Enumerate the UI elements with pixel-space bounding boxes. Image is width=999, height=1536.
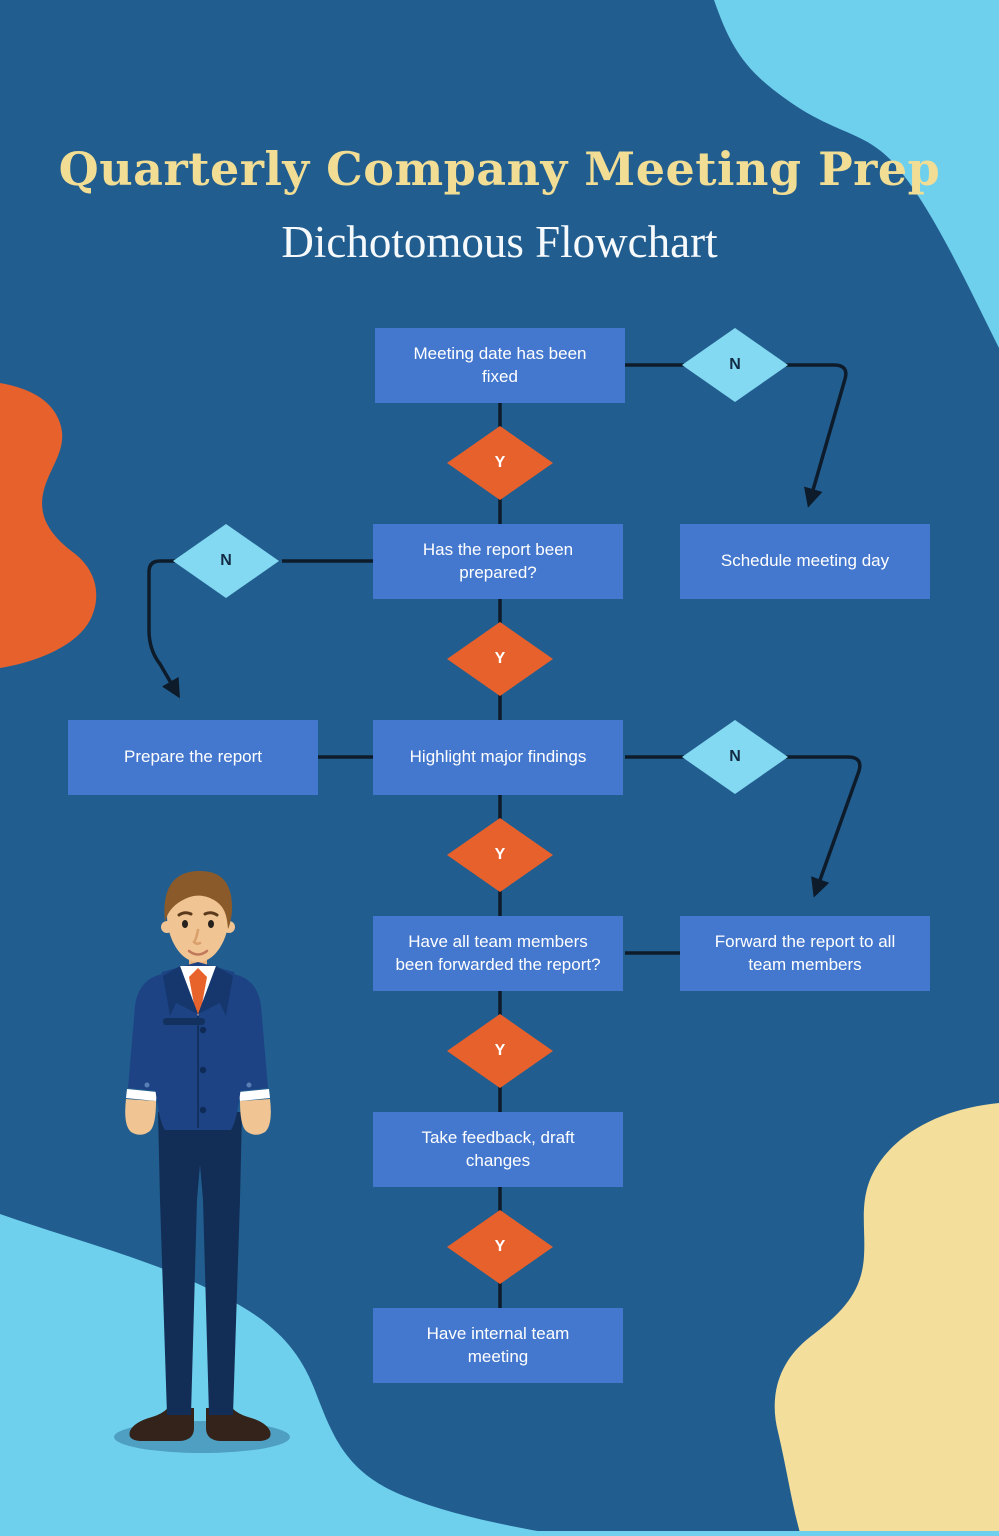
flow-box-forward-report: Forward the report to all team members — [680, 916, 930, 991]
bottom-edge-strip — [0, 1531, 999, 1536]
mouth — [187, 949, 209, 956]
page-subtitle: Dichotomous Flowchart — [281, 217, 718, 267]
left-cuff — [126, 1089, 157, 1101]
flow-box-report-prepared: Has the report been prepared? — [373, 524, 623, 599]
page-title: Quarterly Company Meeting Prep — [58, 142, 941, 196]
businessman-illustration — [114, 870, 290, 1453]
left-eyebrow — [177, 911, 193, 917]
blob-left-orange — [0, 383, 97, 668]
arrow-no1-to-schedule — [786, 363, 848, 508]
trousers — [158, 1112, 242, 1415]
cuff-button — [246, 1082, 252, 1088]
right-lapel — [198, 966, 233, 1016]
left-lapel — [163, 966, 198, 1016]
right-hand — [240, 1099, 271, 1135]
tie — [189, 968, 207, 1015]
arrow-no2-to-prepare — [147, 559, 180, 699]
right-cuff — [239, 1089, 270, 1101]
right-eye — [208, 920, 214, 928]
flow-box-schedule-meeting-day: Schedule meeting day — [680, 524, 930, 599]
flow-box-meeting-date-fixed: Meeting date has been fixed — [375, 328, 625, 403]
flow-box-take-feedback: Take feedback, draft changes — [373, 1112, 623, 1187]
flow-box-prepare-the-report: Prepare the report — [68, 720, 318, 795]
arrow-no3-to-forward — [786, 755, 862, 898]
jacket-button — [199, 1066, 207, 1074]
flow-box-internal-team-meeting: Have internal team meeting — [373, 1308, 623, 1383]
face — [167, 880, 229, 962]
left-shoe — [129, 1408, 194, 1441]
cuff-button — [144, 1082, 150, 1088]
jacket-pocket — [163, 1018, 205, 1025]
left-eye — [182, 920, 188, 928]
blob-bottom-right — [774, 1103, 999, 1536]
blob-bottom-left — [0, 1214, 566, 1536]
flow-box-highlight-major-findings: Highlight major findings — [373, 720, 623, 795]
flow-box-team-members-forwarded: Have all team members been forwarded the… — [373, 916, 623, 991]
jacket-button — [199, 1026, 207, 1034]
blob-top-right — [714, 0, 999, 348]
jacket-button — [199, 1106, 207, 1114]
right-eyebrow — [203, 911, 219, 917]
nose — [192, 928, 202, 946]
left-hand — [125, 1099, 156, 1135]
hair — [164, 870, 233, 929]
right-shoe — [206, 1408, 271, 1441]
